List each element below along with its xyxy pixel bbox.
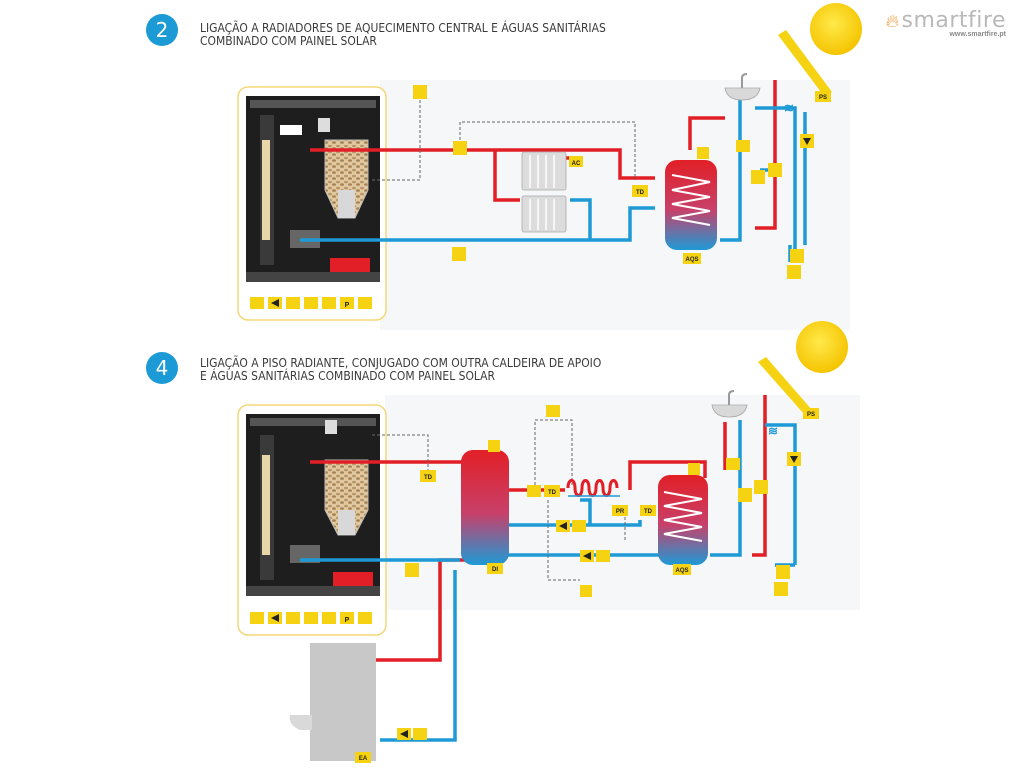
aqs-tank-a: AQS [665, 147, 717, 264]
floor-heating-coil-b: PR [566, 479, 628, 516]
valve-icon [286, 297, 300, 309]
sun-icon-b [796, 321, 848, 373]
aqs-label-a: AQS [685, 257, 698, 263]
td-label-b1: TD [424, 475, 433, 481]
valve-icon [286, 612, 300, 624]
thermostat-icon [304, 297, 318, 309]
di-label-b: DI [492, 567, 498, 573]
check-valve-icon-b1 [572, 520, 586, 532]
svg-text:P: P [345, 617, 350, 624]
section-b-title-line2: E ÁGUAS SANITÁRIAS COMBINADO COM PAINEL … [200, 368, 495, 383]
pressure-icon [340, 612, 354, 624]
sink-icon-b [711, 390, 748, 418]
tap-icon [358, 612, 372, 624]
brand: 🔥︎smartfire www.smartfire.pt [886, 8, 1006, 38]
td-label-b3: TD [644, 509, 653, 515]
section-b-title-line1: LIGAÇÃO A PISO RADIANTE, CONJUGADO COM O… [200, 355, 602, 370]
sensor-z-icon-a [736, 140, 750, 152]
controller-icon-b [580, 585, 592, 597]
pressure-icon [340, 297, 354, 309]
water-waves-icon-a: ≋ [784, 101, 794, 115]
filter-icon [322, 297, 336, 309]
section-a-title-line2: COMBINADO COM PAINEL SOLAR [200, 33, 377, 48]
aux-boiler-ea: EA [289, 643, 376, 763]
check-valve-icon-ea [413, 728, 427, 740]
valve-icon-b [738, 488, 752, 502]
radiators-a: AC [521, 151, 583, 233]
mixing-valve-icon-b [527, 485, 541, 497]
filter-icon-a [452, 247, 466, 261]
section-a-backdrop [380, 80, 850, 330]
solar-panel-a: PS [778, 30, 832, 102]
mixing-valve-icon [453, 141, 467, 155]
boiler-a-icons: P [250, 297, 372, 309]
boiler-b-icons: P [250, 612, 372, 624]
buffer-tank-b: DI [461, 440, 509, 574]
valve-bottom-icon-a [790, 249, 804, 263]
filter-bottom-icon-b [774, 582, 788, 596]
aqs-label-b: AQS [675, 568, 688, 574]
control-wires-b [372, 419, 626, 581]
ps-label-a: PS [819, 95, 827, 101]
filter-icon [322, 612, 336, 624]
step-badge-2: 2 [146, 14, 178, 46]
section-b-diagram: P [237, 321, 860, 763]
room-sensor-icon-b [546, 405, 560, 417]
valve-bottom-icon-b [776, 565, 790, 579]
brand-logo: 🔥︎smartfire [886, 8, 1006, 33]
solar-panel-b: PS [758, 357, 819, 419]
water-waves-icon-b: ≋ [768, 424, 778, 438]
boiler-a [246, 96, 380, 282]
section-a-title: LIGAÇÃO A RADIADORES DE AQUECIMENTO CENT… [200, 21, 606, 47]
section-a-diagram: P [237, 3, 862, 330]
radiator-label: AC [572, 161, 581, 167]
brand-name: smartfire [901, 8, 1006, 33]
filter-bottom-icon-a [787, 265, 801, 279]
tap-icon [358, 297, 372, 309]
sensor-z-icon-b [726, 458, 740, 470]
boiler-b [246, 414, 380, 596]
sun-icon-a [810, 3, 862, 55]
aqs-tank-b: AQS [658, 463, 708, 575]
sensor-icon [250, 612, 264, 624]
td-label-b2: TD [548, 490, 557, 496]
brand-url: www.smartfire.pt [949, 31, 1006, 38]
room-sensor-icon [413, 85, 427, 99]
check-valve-icon-b2 [596, 550, 610, 562]
step-badge-4: 4 [146, 352, 178, 384]
section-b-title: LIGAÇÃO A PISO RADIANTE, CONJUGADO COM O… [200, 356, 601, 382]
expansion-icon-a [768, 163, 782, 177]
td-label-a: TD [636, 190, 645, 196]
flame-icon: 🔥︎ [885, 11, 900, 32]
sink-icon-a [724, 73, 761, 101]
control-wires-a [372, 100, 636, 181]
expansion-icon-b [754, 480, 768, 494]
filter-icon-b [405, 563, 419, 577]
sensor-icon [250, 297, 264, 309]
valve-icon-a [751, 170, 765, 184]
ea-label: EA [359, 756, 368, 762]
thermostat-icon [304, 612, 318, 624]
section-a-title-line1: LIGAÇÃO A RADIADORES DE AQUECIMENTO CENT… [200, 20, 606, 35]
ps-label-b: PS [807, 412, 815, 418]
svg-text:P: P [345, 302, 350, 309]
pr-label-b: PR [616, 509, 625, 515]
